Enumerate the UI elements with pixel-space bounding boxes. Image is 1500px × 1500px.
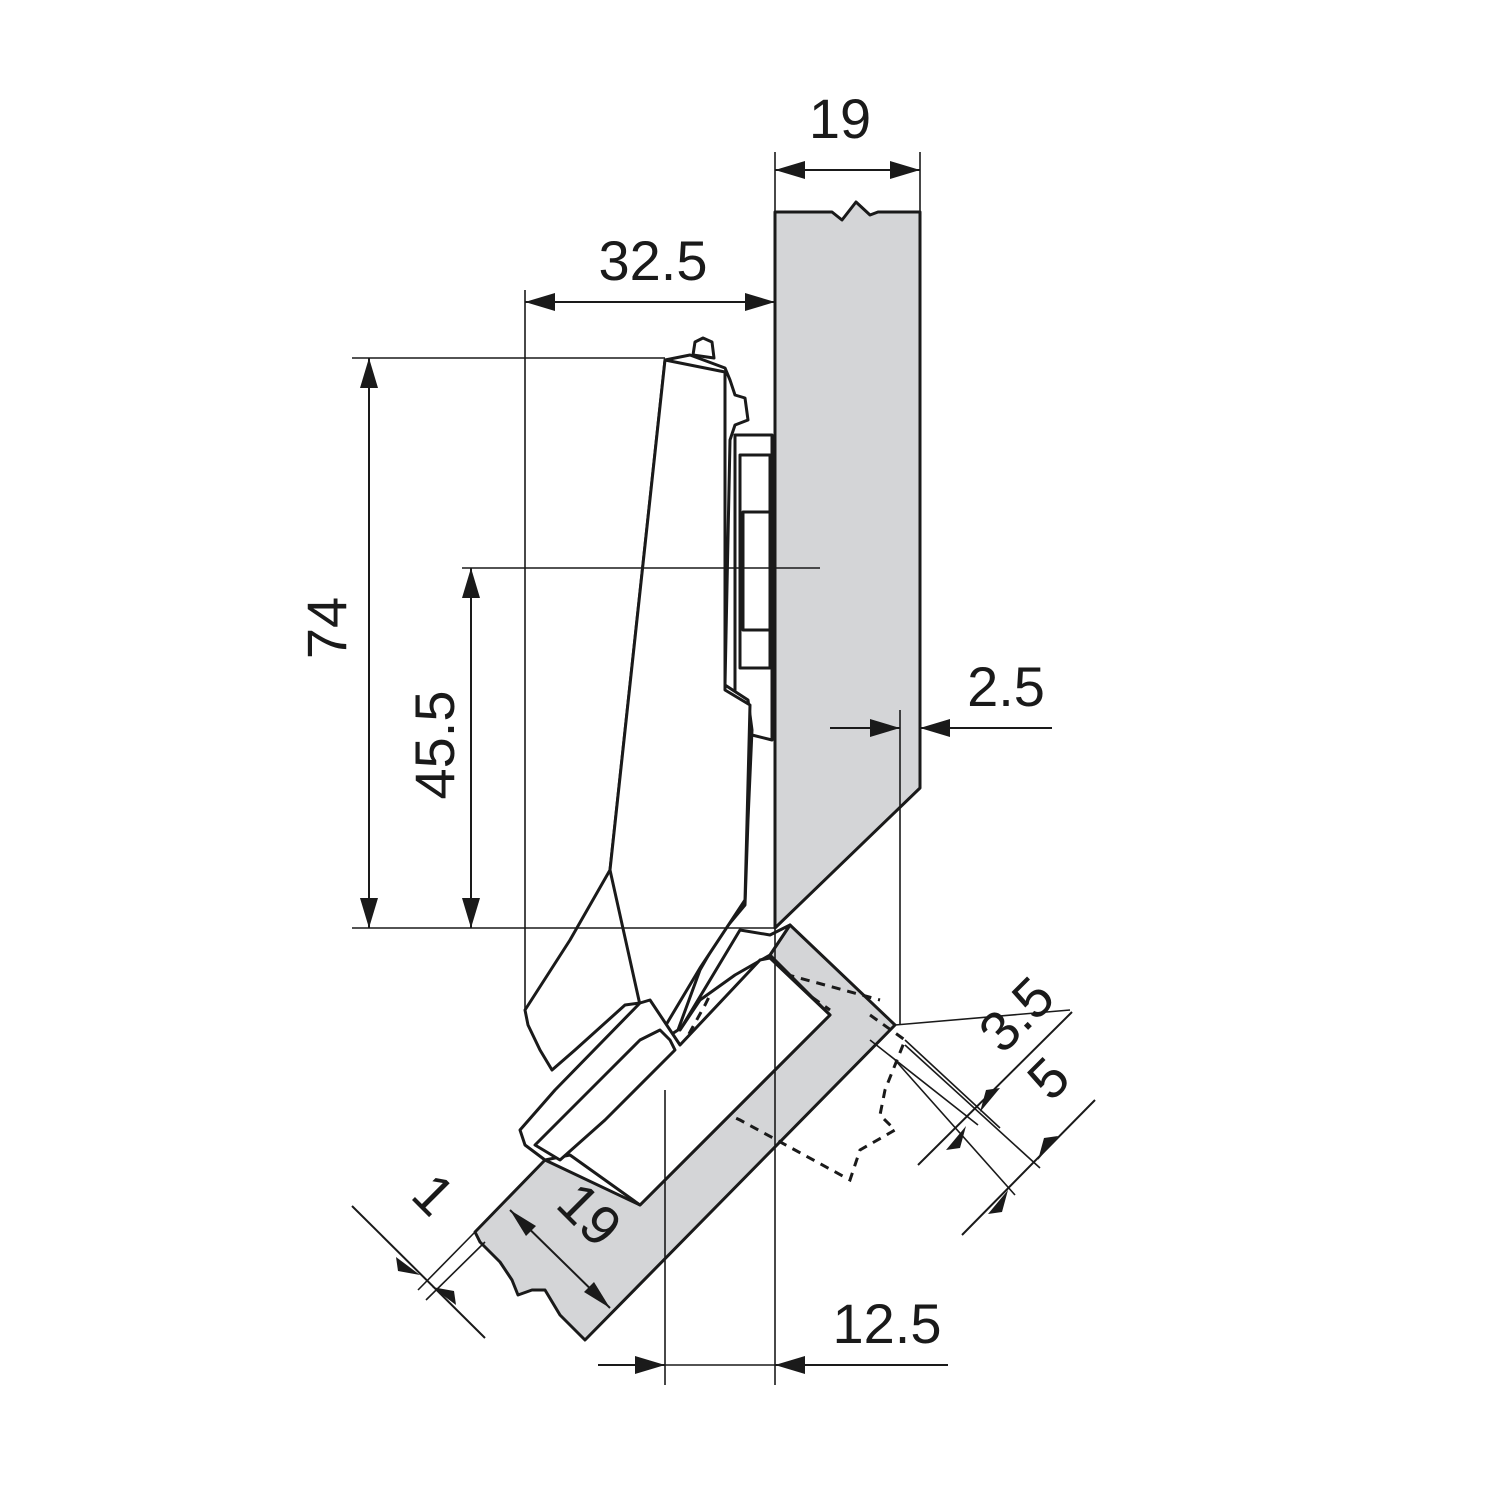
label-74: 74 xyxy=(295,597,358,659)
label-32-5: 32.5 xyxy=(599,229,708,292)
hinge-arm-front xyxy=(608,358,752,1037)
dimension-12-5: 12.5 xyxy=(598,1292,948,1374)
dimension-2-5: 2.5 xyxy=(830,655,1052,737)
dimension-45-5: 45.5 xyxy=(403,568,480,928)
side-panel xyxy=(773,200,922,930)
dimension-74: 74 xyxy=(295,358,378,928)
label-19-top: 19 xyxy=(809,87,871,150)
hinge-arm-top-nub xyxy=(691,336,716,360)
dimension-5: 5 xyxy=(894,1044,1096,1236)
label-45-5: 45.5 xyxy=(403,691,466,800)
label-3-5: 3.5 xyxy=(966,964,1066,1064)
label-1: 1 xyxy=(400,1161,467,1228)
label-12-5: 12.5 xyxy=(833,1292,942,1355)
label-5: 5 xyxy=(1015,1045,1082,1112)
label-2-5: 2.5 xyxy=(967,655,1045,718)
dimension-1: 1 xyxy=(351,1161,486,1339)
hinge-cup-body xyxy=(518,956,832,1207)
plate-clip xyxy=(741,510,772,632)
hinge-linkage xyxy=(678,923,792,1032)
hinge-cup-rim xyxy=(533,1028,677,1162)
dimension-32-5: 32.5 xyxy=(525,229,775,311)
dimension-19-top: 19 xyxy=(775,87,920,179)
extension-lines xyxy=(352,152,1071,1385)
